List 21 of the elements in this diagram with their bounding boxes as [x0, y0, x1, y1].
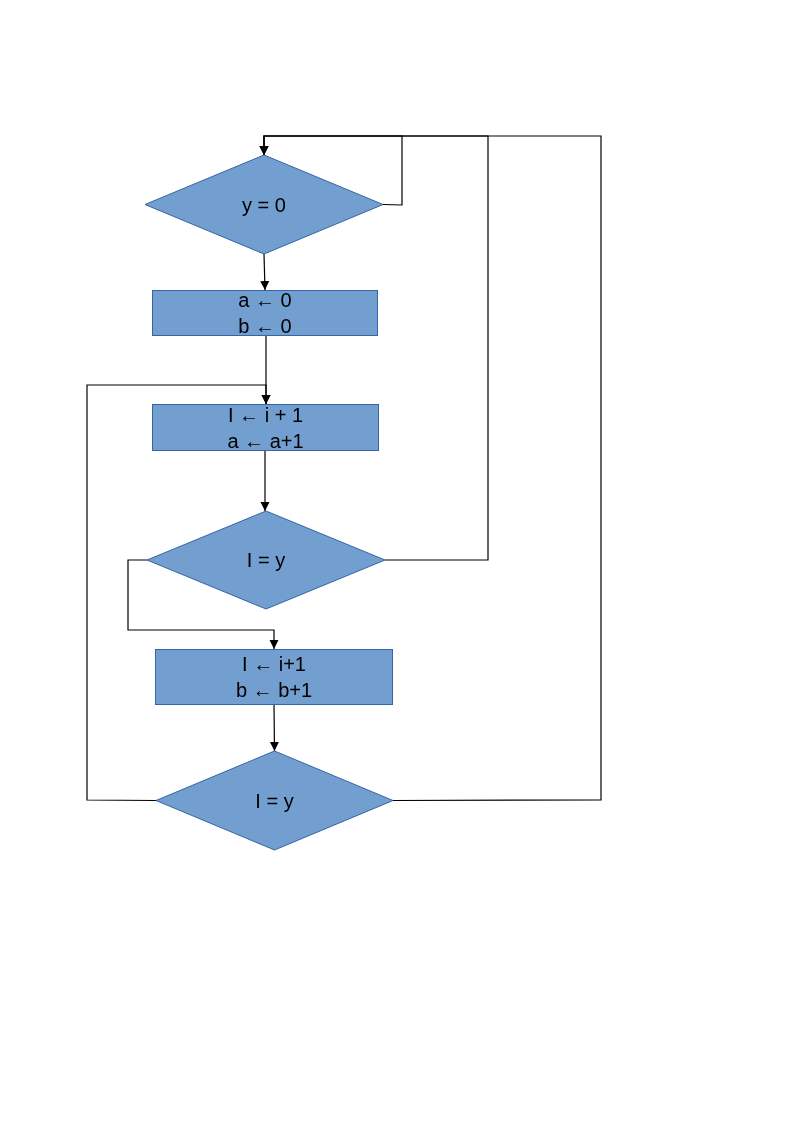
node-text: a ← 0 [238, 288, 292, 313]
arrow [86, 384, 271, 802]
arrow [269, 704, 279, 752]
decision-diamond [147, 511, 385, 609]
arrow [260, 253, 270, 291]
node-text: a ← a+1 [227, 428, 304, 454]
node-text: y = 0 [242, 192, 286, 218]
process-box [155, 649, 393, 705]
process-box [152, 290, 378, 336]
node-text: I = y [246, 548, 286, 573]
node-text: I ← i+1 [242, 652, 306, 677]
node-text: I ← i + 1 [228, 402, 303, 428]
decision-diamond [156, 751, 393, 850]
arrow [259, 135, 602, 802]
arrow [127, 559, 279, 650]
node-text: b ← b+1 [235, 678, 313, 703]
process-box [152, 404, 379, 451]
decision-diamond [145, 155, 383, 254]
node-text: b ← 0 [238, 314, 292, 339]
node-text: I = y [255, 788, 294, 814]
arrow [260, 450, 270, 512]
